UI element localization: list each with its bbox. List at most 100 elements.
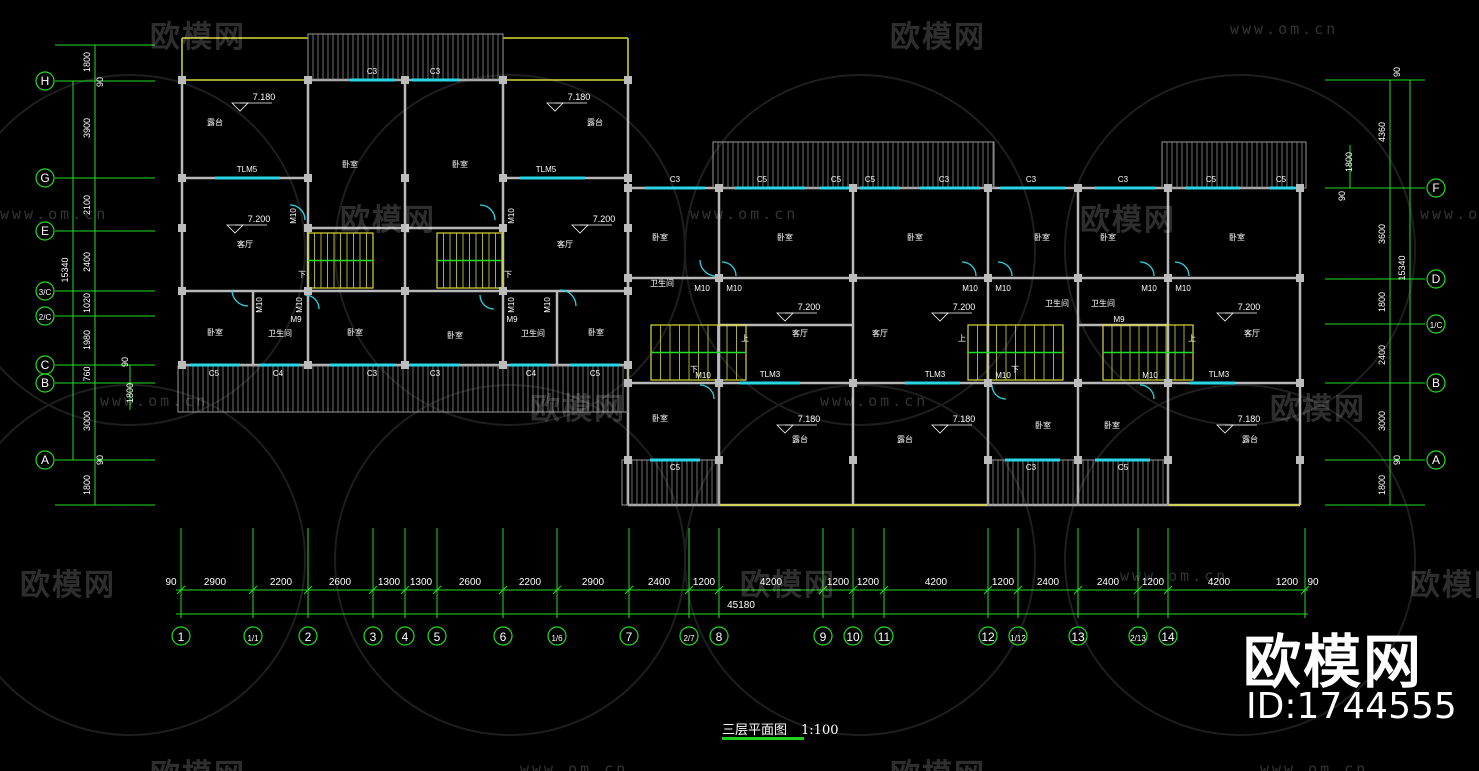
grid-row-bubble [35, 450, 55, 470]
roof-hatch [712, 141, 995, 189]
dimension-slash [432, 585, 442, 595]
column [401, 287, 409, 295]
room-name: 卧室 [1034, 232, 1050, 242]
dimension-value: 90 [1307, 577, 1319, 588]
opening-tag: C5 [1118, 463, 1129, 472]
column [1164, 184, 1172, 192]
left-dimension-value: 1980 [82, 330, 92, 350]
room-name: 客厅 [557, 239, 573, 249]
right-dimension-value: 3600 [1377, 224, 1387, 244]
opening-tag: C4 [273, 369, 284, 378]
grid-column-bubble [243, 626, 263, 646]
opening-tag: C3 [1118, 175, 1129, 184]
room-name: 上 [1188, 334, 1196, 343]
room-name: 卫生间 [1091, 298, 1115, 308]
grid-column-label: 2/7 [683, 634, 695, 643]
brand-id: ID:1744555 [1246, 686, 1457, 727]
room-name: 客厅 [1244, 328, 1260, 338]
grid-row-label: 1/C [1430, 321, 1443, 330]
column [984, 379, 992, 387]
door-swing [231, 289, 249, 307]
opening-tag: M9 [506, 315, 518, 324]
left-dimension-value: 2100 [82, 195, 92, 215]
column [715, 184, 723, 192]
column [624, 361, 632, 369]
structural-columns [178, 76, 1304, 464]
dimension-slash [1013, 585, 1023, 595]
opening-tag: M10 [1175, 284, 1191, 293]
room-name: 下 [1011, 365, 1019, 374]
room-name: 下 [504, 270, 512, 279]
dimension-value: 90 [165, 577, 177, 588]
column [178, 76, 186, 84]
column [624, 174, 632, 182]
dimension-slash [1300, 585, 1310, 595]
grid-row-label: D [1432, 272, 1441, 286]
room-name: 卧室 [452, 159, 468, 169]
opening-tag: C5 [590, 369, 601, 378]
grid-column-bubble [1068, 626, 1088, 646]
dimension-slash [498, 585, 508, 595]
door-swing [304, 294, 320, 310]
dimension-slash [1163, 585, 1173, 595]
level-marker [571, 224, 589, 234]
opening-tag: M10 [962, 284, 978, 293]
level-marker [1216, 424, 1234, 434]
grid-column-label: 10 [846, 630, 860, 644]
opening-tag: TLM3 [1209, 370, 1230, 379]
dimension-value: 1200 [827, 577, 850, 588]
column [401, 361, 409, 369]
grid-row-bubble [1426, 178, 1446, 198]
level-value: 7.200 [798, 302, 821, 312]
level-marker [546, 102, 564, 112]
grid-column-label: 2/13 [1130, 634, 1146, 643]
dimension-slash [248, 585, 258, 595]
opening-tag: M10 [995, 284, 1011, 293]
grid-column-bubble [427, 626, 447, 646]
dimension-slash [879, 585, 889, 595]
watermark-url: www.om.cn [1120, 567, 1229, 585]
room-name: 卧室 [652, 232, 668, 242]
door-swing [1139, 261, 1155, 277]
brand-logo-text: 欧模网 [1243, 628, 1424, 696]
level-value: 7.180 [798, 414, 821, 424]
column [304, 361, 312, 369]
dimension-value: 1200 [857, 577, 880, 588]
level-marker [931, 424, 949, 434]
room-name: 客厅 [792, 328, 808, 338]
dimension-slash [400, 585, 410, 595]
room-name: 卧室 [1229, 232, 1245, 242]
opening-tag: C3 [1026, 175, 1037, 184]
room-name: 卫生间 [1045, 298, 1069, 308]
opening-tag: C3 [430, 67, 441, 76]
room-name: 卧室 [588, 327, 604, 337]
column [499, 224, 507, 232]
drawing-title-text: 三层平面图 [722, 723, 788, 738]
level-value: 7.180 [953, 414, 976, 424]
column [715, 379, 723, 387]
grid-column-label: 4 [402, 630, 409, 644]
doors [231, 204, 1190, 400]
grid-row-label: G [40, 171, 49, 185]
dimension-slash [1133, 585, 1143, 595]
grid-row-bubble [1426, 314, 1446, 334]
opening-tag: C5 [757, 175, 768, 184]
drawing-scale: 1:100 [801, 723, 839, 738]
watermark-brand: 欧模网 [20, 568, 116, 603]
grid-row-label: B [41, 376, 49, 390]
dimension-value: 2900 [582, 577, 605, 588]
grid-column-label: 12 [981, 630, 995, 644]
dimension-slash [368, 585, 378, 595]
grid-column-label: 8 [716, 630, 723, 644]
dimension-slash [552, 585, 562, 595]
column [849, 184, 857, 192]
grid-column-label: 5 [434, 630, 441, 644]
right-dimension-value: 2400 [1377, 345, 1387, 365]
watermark-circles [0, 74, 1416, 736]
grid-column-bubble [171, 626, 191, 646]
door-swing [479, 294, 495, 310]
level-value: 7.180 [1238, 414, 1261, 424]
opening-tag: C3 [430, 369, 441, 378]
room-name: 露台 [792, 434, 808, 444]
